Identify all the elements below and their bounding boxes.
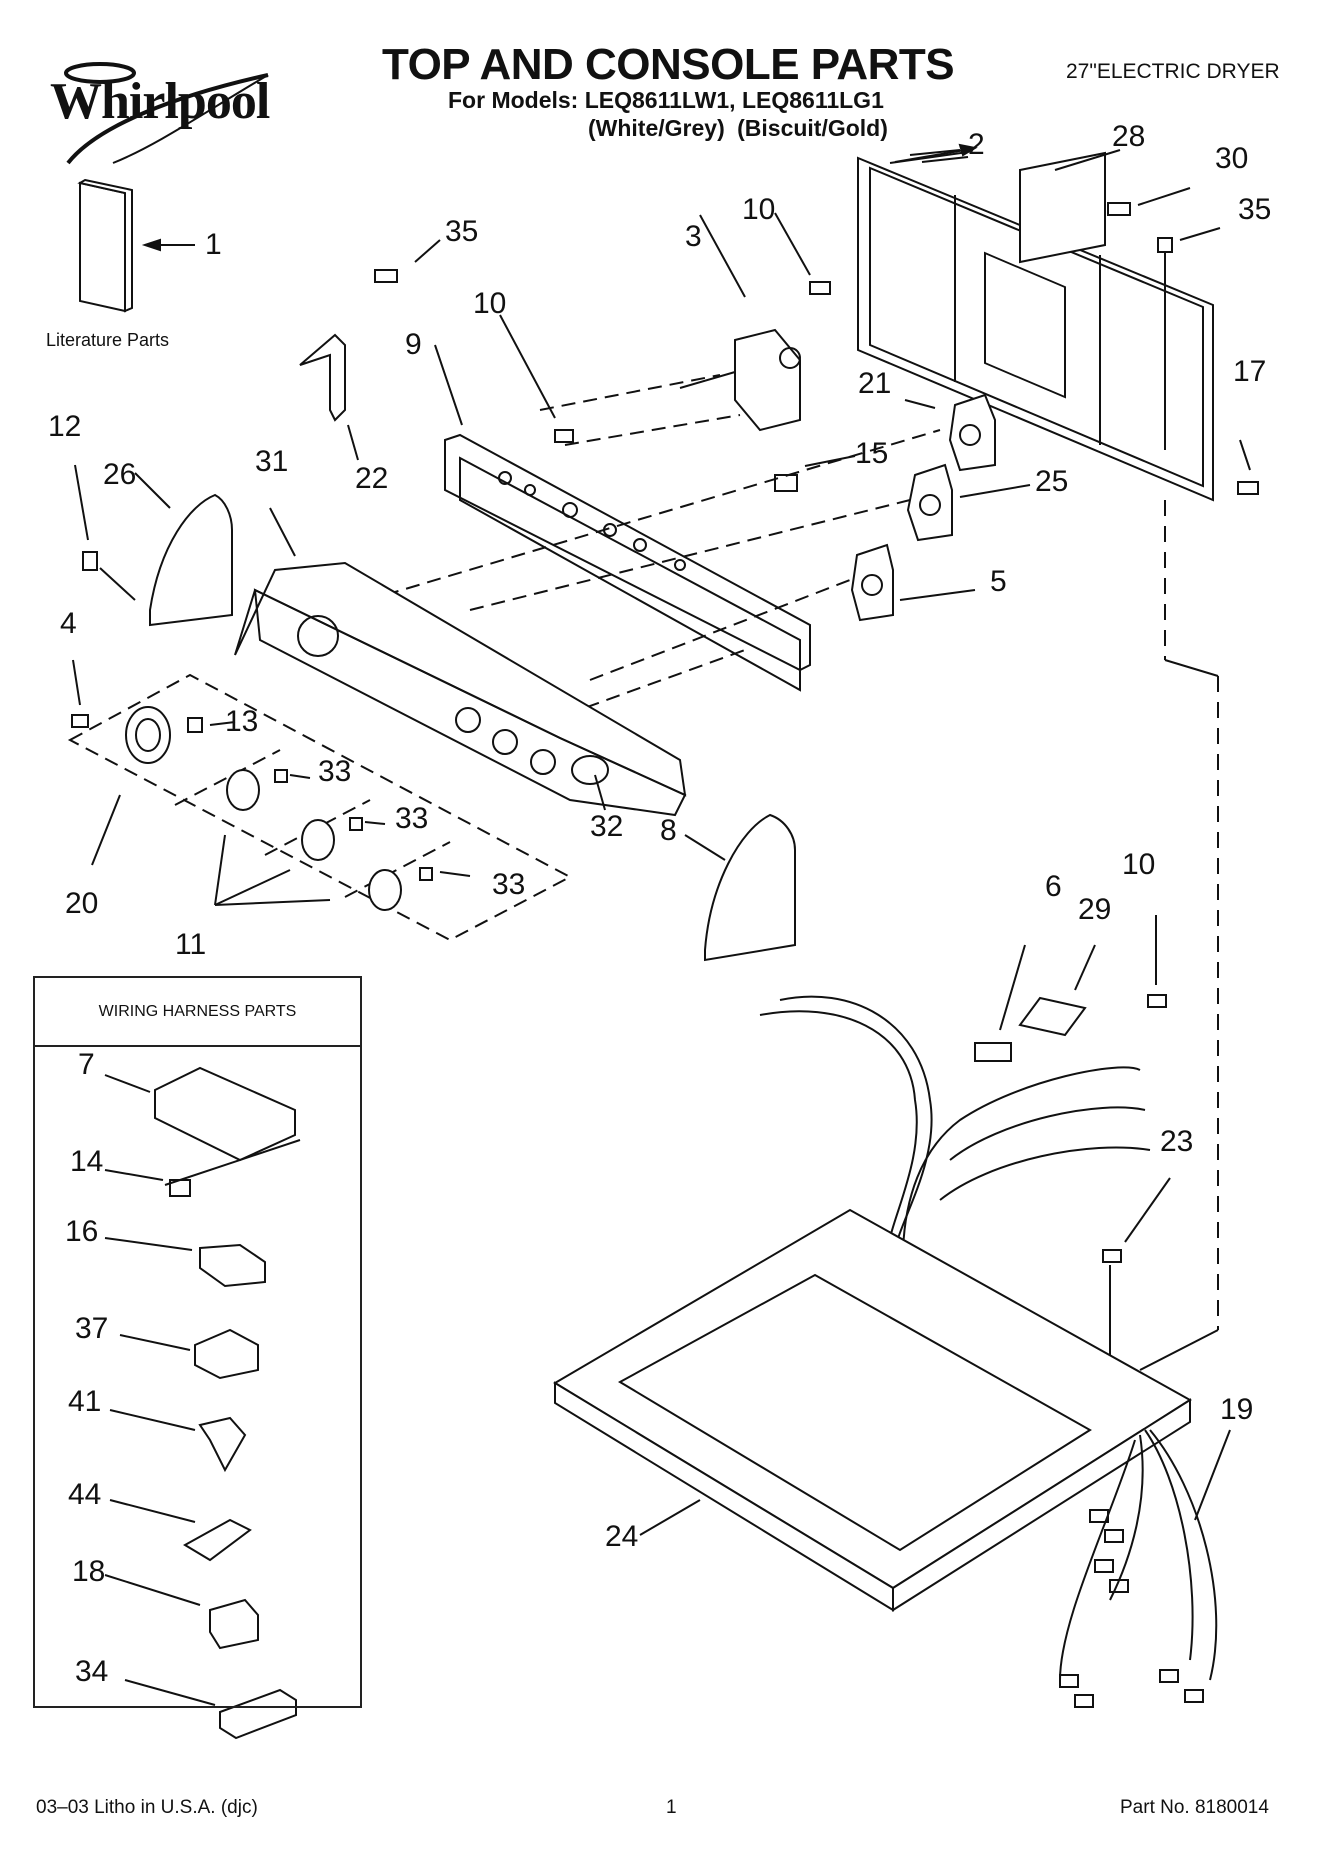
callout-33c: 33 (492, 868, 526, 901)
callout-19: 19 (1220, 1393, 1254, 1426)
harness-callout-41: 41 (68, 1385, 102, 1418)
page-title: TOP AND CONSOLE PARTS (382, 40, 955, 89)
literature-booklet (77, 178, 195, 313)
callout-31: 31 (255, 445, 289, 478)
callout-1: 1 (205, 228, 222, 261)
callout-15: 15 (855, 437, 889, 470)
harness-callout-16: 16 (65, 1215, 99, 1248)
footer-litho: 03–03 Litho in U.S.A. (djc) (36, 1797, 258, 1818)
wiring-harness (759, 994, 1167, 1251)
switches (850, 393, 996, 622)
callout-20: 20 (65, 887, 99, 920)
console-panel (234, 561, 687, 817)
callout-24: 24 (605, 1520, 639, 1553)
callout-33b: 33 (395, 802, 429, 835)
callout-26: 26 (103, 458, 137, 491)
harness-parts (104, 1066, 301, 1740)
callout-17: 17 (1233, 355, 1267, 388)
callout-29: 29 (1078, 893, 1112, 926)
part-number: Part No. 8180014 (1120, 1797, 1269, 1818)
product-type: 27"ELECTRIC DRYER (1066, 60, 1280, 83)
end-cap-right (704, 813, 796, 962)
callout-32: 32 (590, 810, 624, 843)
console-rear-panel (857, 149, 1214, 502)
callout-35b: 35 (1238, 193, 1272, 226)
callout-13: 13 (225, 705, 259, 738)
lock-bracket (299, 269, 398, 422)
callout-8: 8 (660, 814, 677, 847)
callout-33a: 33 (318, 755, 352, 788)
harness-callout-44: 44 (68, 1478, 102, 1511)
callout-25: 25 (1035, 465, 1069, 498)
logo-swirl-icon (64, 62, 269, 165)
dryer-top (553, 1208, 1192, 1612)
colors-line: (White/Grey) (Biscuit/Gold) (588, 115, 888, 141)
callout-22: 22 (355, 462, 389, 495)
end-cap-left (149, 493, 233, 627)
knobs-group (67, 673, 573, 942)
callout-9: 9 (405, 328, 422, 361)
literature-parts-label: Literature Parts (46, 330, 170, 350)
callout-10a: 10 (473, 287, 507, 320)
callout-35a: 35 (445, 215, 479, 248)
knobs (125, 706, 433, 911)
page-number: 1 (666, 1797, 677, 1818)
callout-12: 12 (48, 410, 82, 443)
callout-3: 3 (685, 220, 702, 253)
wiring-harness-box (33, 976, 362, 1708)
callout-5: 5 (990, 565, 1007, 598)
callout-11: 11 (175, 928, 207, 961)
callout-10c: 10 (1122, 848, 1156, 881)
harness-callout-34: 34 (75, 1655, 109, 1688)
timer (679, 328, 801, 432)
harness-callout-37: 37 (75, 1312, 109, 1345)
callout-6: 6 (1045, 870, 1062, 903)
callout-28: 28 (1112, 120, 1146, 153)
callout-30: 30 (1215, 142, 1249, 175)
callout-2: 2 (968, 128, 985, 161)
callout-4: 4 (60, 607, 77, 640)
wiring-harness-title: WIRING HARNESS PARTS (35, 978, 360, 1047)
callout-21: 21 (858, 367, 892, 400)
harness-callout-7: 7 (78, 1048, 95, 1081)
brand-name: Whirlpool (50, 73, 270, 130)
callout-10b: 10 (742, 193, 776, 226)
models-line: For Models: LEQ8611LW1, LEQ8611LG1 (448, 87, 884, 113)
harness-callout-14: 14 (70, 1145, 104, 1178)
callout-23: 23 (1160, 1125, 1194, 1158)
harness-callout-18: 18 (72, 1555, 106, 1588)
console-bracket (444, 433, 811, 692)
bottom-wiring (1059, 1429, 1218, 1708)
